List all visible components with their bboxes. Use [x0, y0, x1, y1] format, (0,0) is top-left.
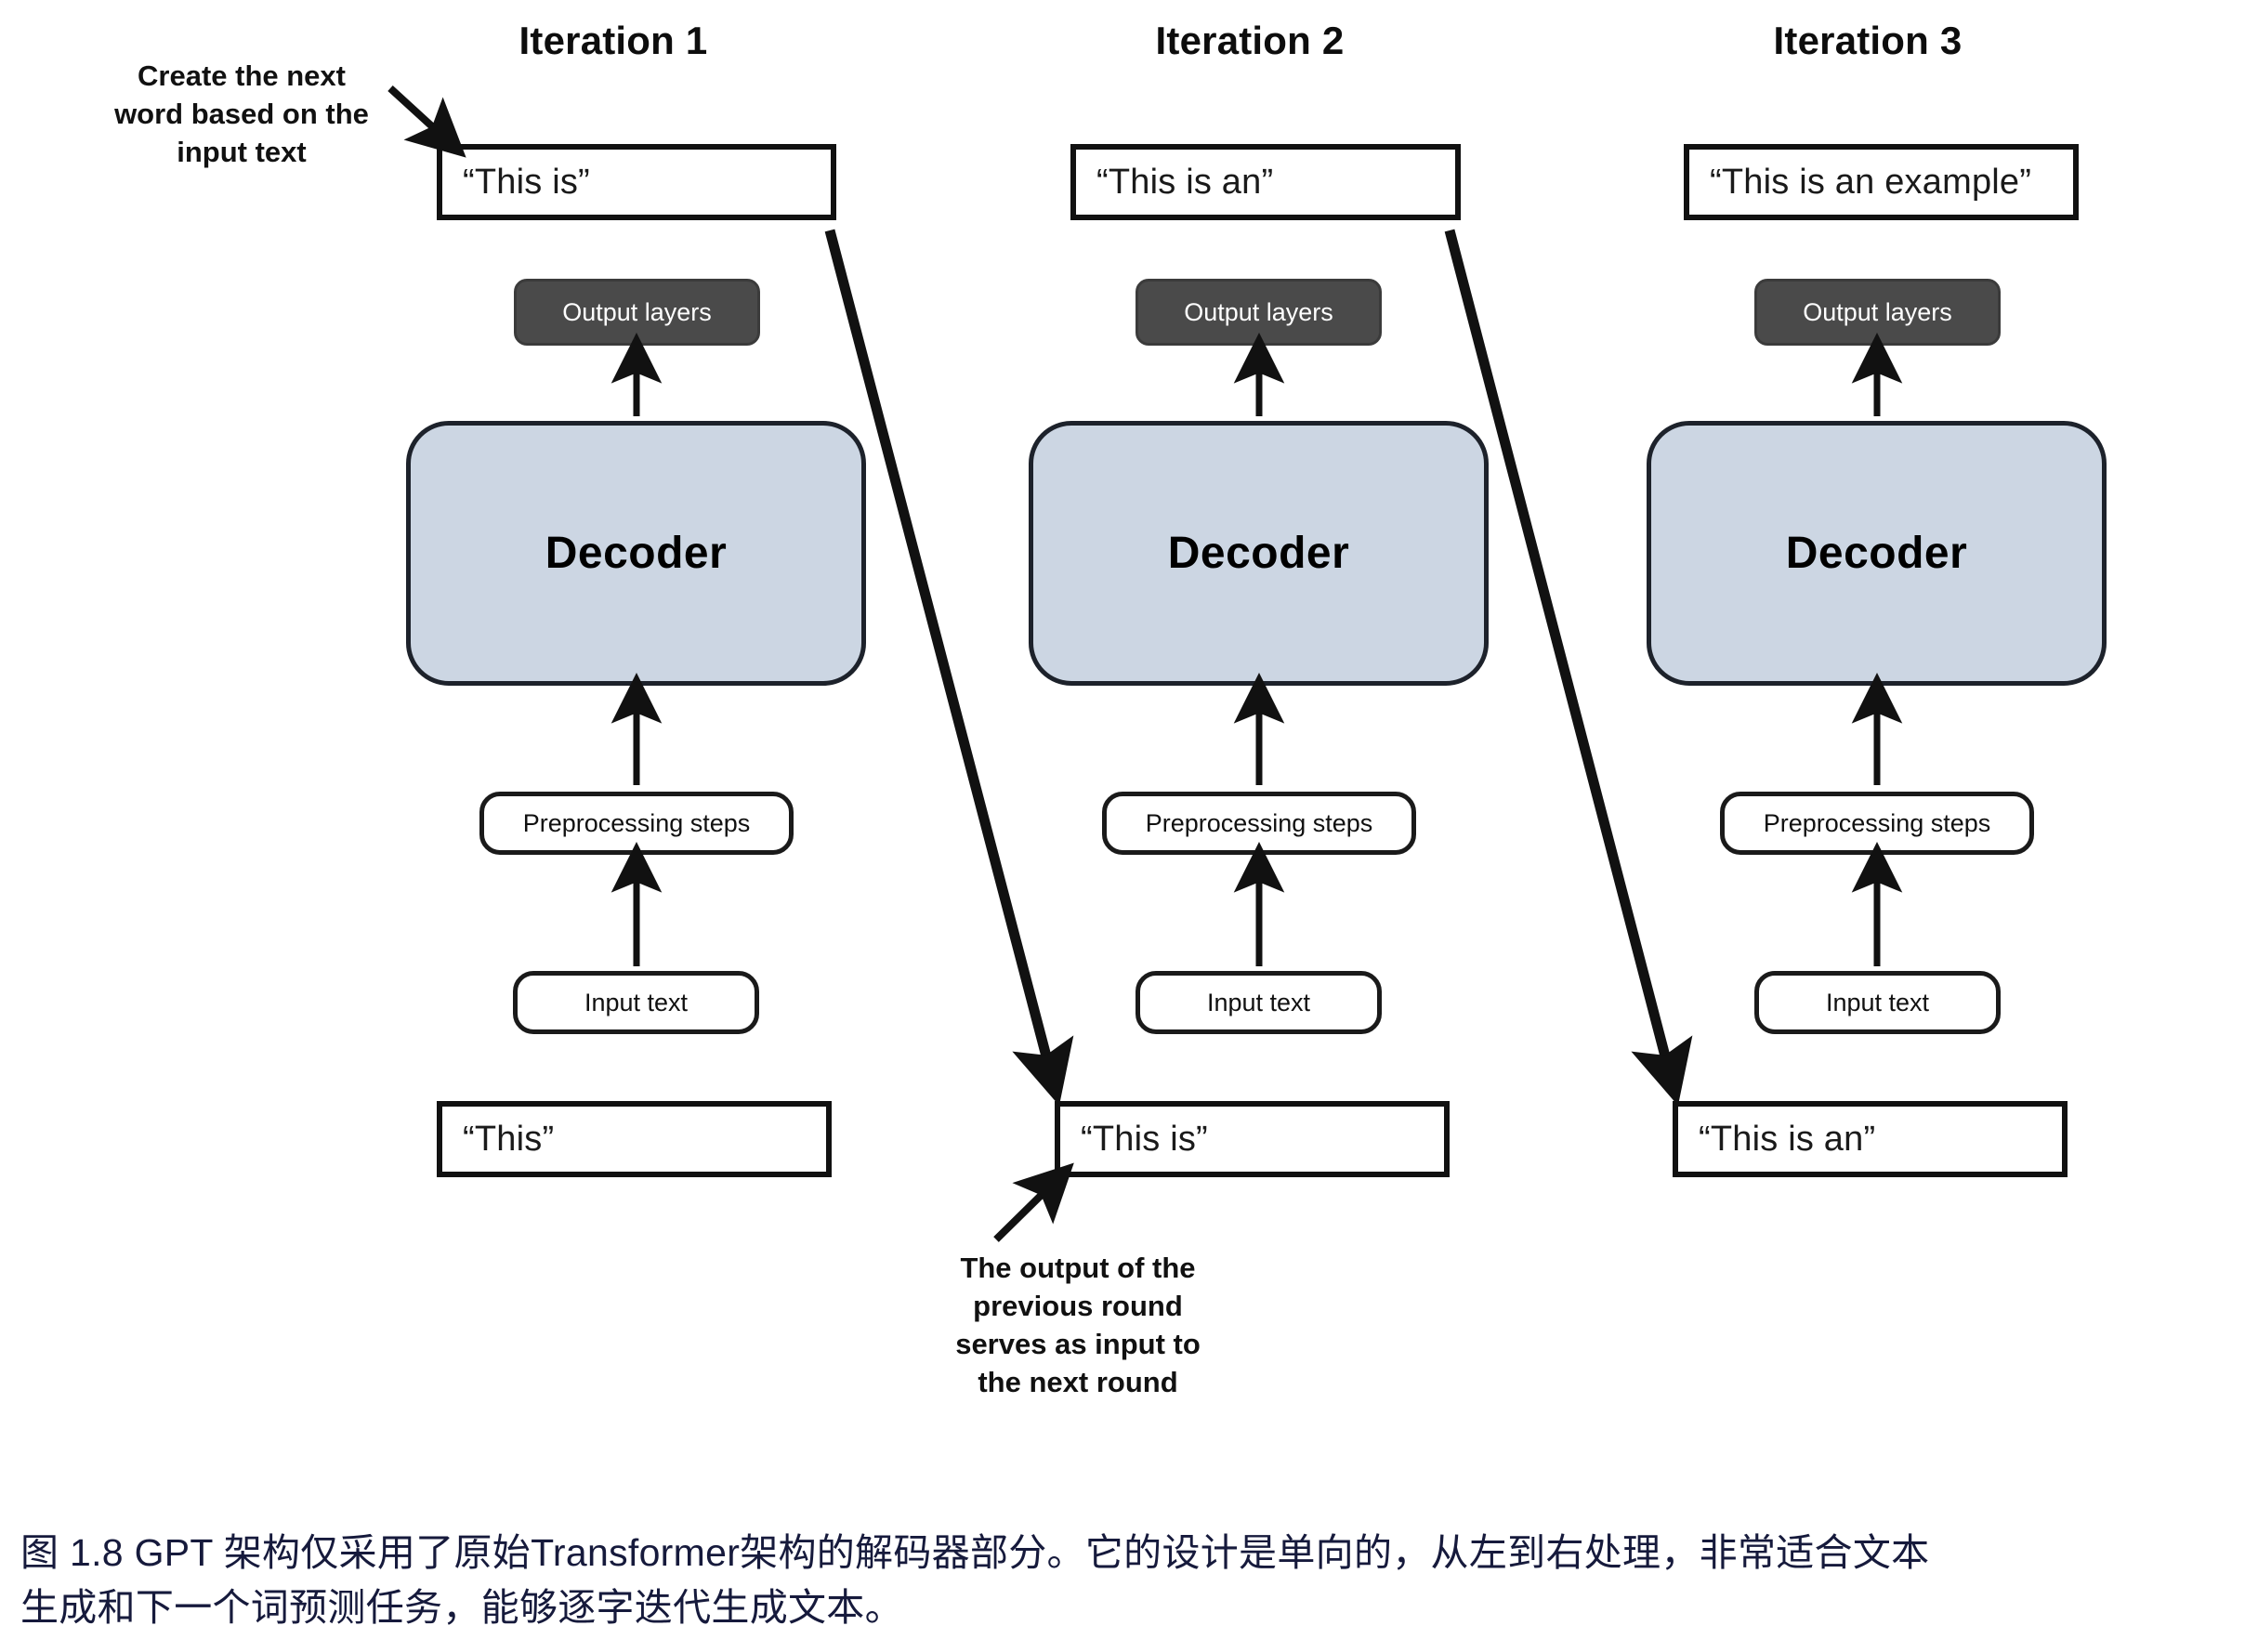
iteration-3-output-text-box: “This is an example” — [1684, 144, 2079, 220]
iteration-2-decoder-box: Decoder — [1029, 421, 1489, 686]
iteration-2-input-text-box: Input text — [1136, 971, 1382, 1034]
iteration-2-output-layers-box: Output layers — [1136, 279, 1382, 346]
iteration-2-output-text-box: “This is an” — [1070, 144, 1461, 220]
arrow-annotation-to-iteration-1-output-box — [387, 85, 466, 158]
annotation-create-next-word-line-2: word based on the — [114, 97, 369, 130]
annotation-output-feeds-next-round-line-3: serves as input to — [955, 1327, 1201, 1360]
annotation-output-feeds-next-round-line-4: the next round — [978, 1365, 1178, 1398]
iteration-1-output-text-box: “This is” — [437, 144, 836, 220]
iteration-2-title: Iteration 2 — [1155, 19, 1345, 62]
annotation-create-next-word-line-1: Create the next — [138, 59, 346, 92]
figure-caption-line-2: 生成和下一个词预测任务，能够逐字迭代生成文本。 — [20, 1586, 903, 1630]
iteration-3-input-text-box: Input text — [1754, 971, 2001, 1034]
annotation-create-next-word: Create the next word based on the input … — [93, 58, 390, 172]
iteration-1-title: Iteration 1 — [519, 19, 708, 62]
iteration-1-decoder-box: Decoder — [406, 421, 866, 686]
iteration-3-decoder-box: Decoder — [1647, 421, 2107, 686]
iteration-3-input-string-box: “This is an” — [1673, 1101, 2068, 1177]
iteration-3-preprocessing-box: Preprocessing steps — [1720, 792, 2034, 855]
iteration-2-preprocessing-box: Preprocessing steps — [1102, 792, 1416, 855]
iteration-1-preprocessing-box: Preprocessing steps — [479, 792, 794, 855]
annotation-create-next-word-line-3: input text — [177, 135, 307, 168]
annotation-output-feeds-next-round-line-1: The output of the — [960, 1252, 1196, 1284]
figure-caption: 图 1.8 GPT 架构仅采用了原始Transformer架构的解码器部分。它的… — [20, 1526, 2241, 1636]
iteration-3-output-layers-box: Output layers — [1754, 279, 2001, 346]
iteration-3-title: Iteration 3 — [1773, 19, 1963, 62]
figure-caption-line-1: 图 1.8 GPT 架构仅采用了原始Transformer架构的解码器部分。它的… — [20, 1531, 1930, 1574]
iteration-1-input-string-box: “This” — [437, 1101, 832, 1177]
iteration-1-output-layers-box: Output layers — [514, 279, 760, 346]
annotation-output-feeds-next-round: The output of the previous round serves … — [901, 1250, 1254, 1402]
annotation-output-feeds-next-round-line-2: previous round — [973, 1289, 1183, 1322]
arrow-annotation-to-iteration-2-input-box — [993, 1162, 1074, 1242]
iteration-2-input-string-box: “This is” — [1055, 1101, 1450, 1177]
iteration-1-input-text-box: Input text — [513, 971, 759, 1034]
